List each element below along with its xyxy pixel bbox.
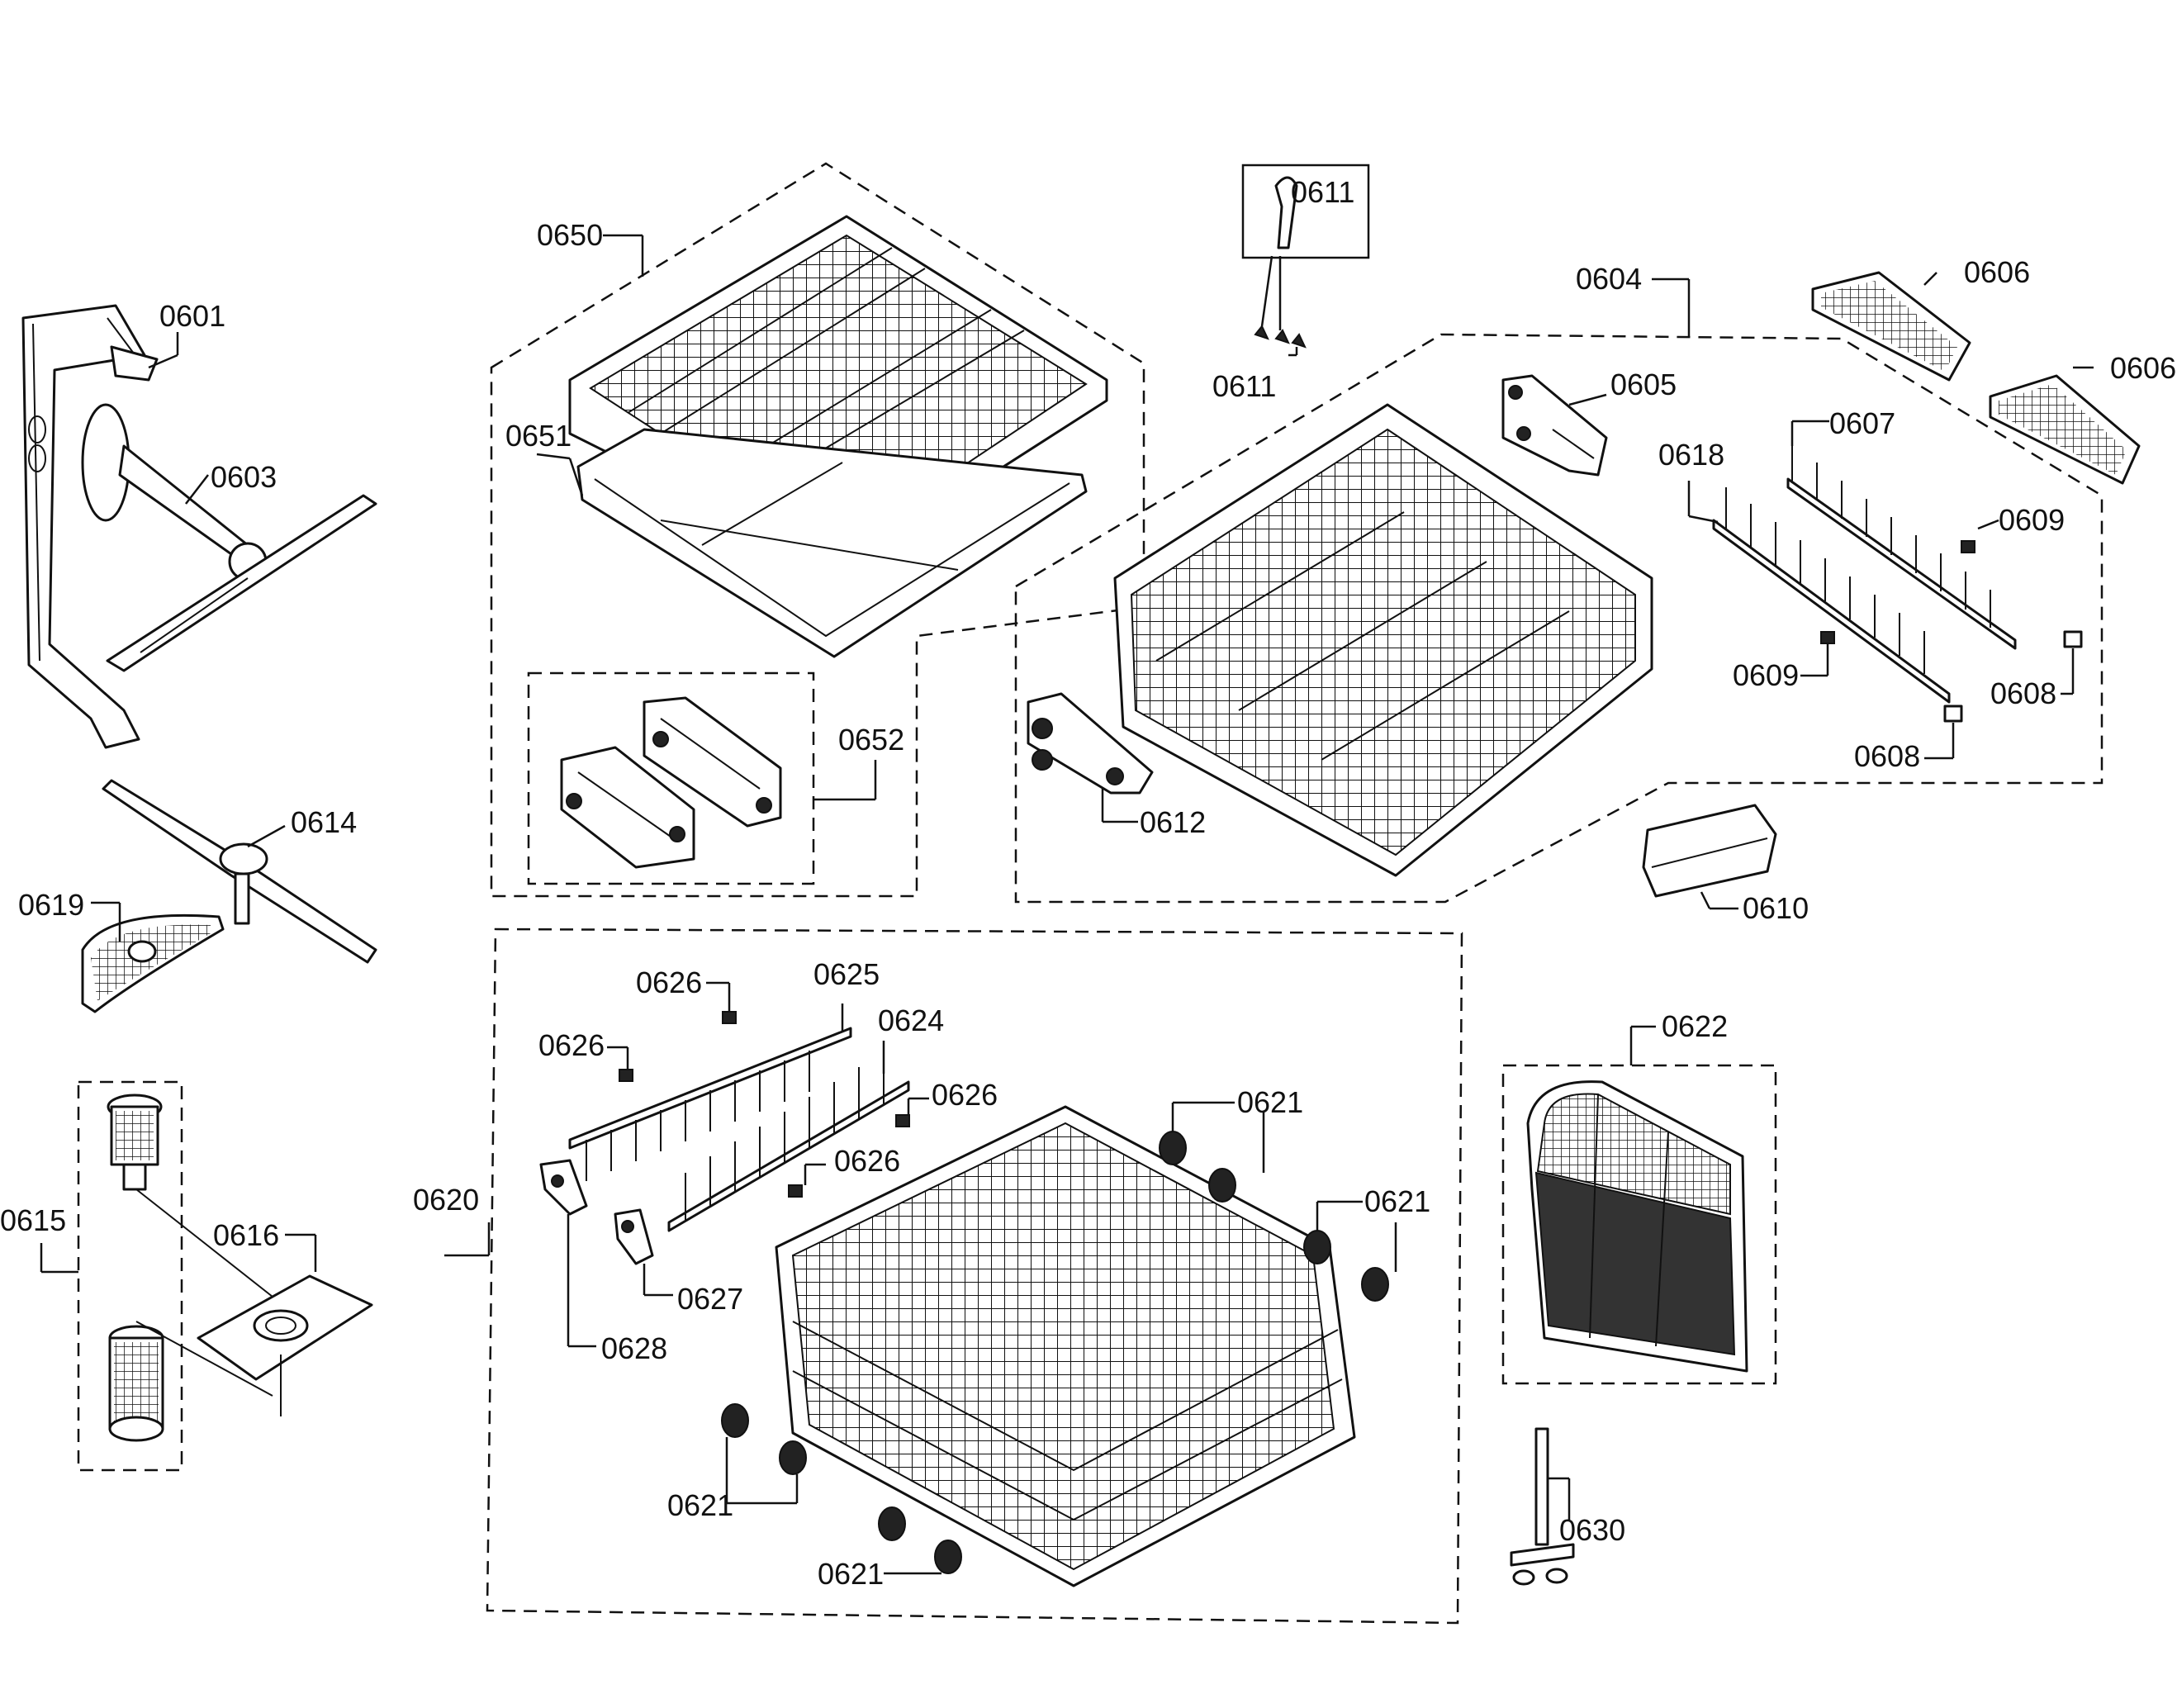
- tine-row-0618: [1712, 487, 1951, 704]
- lower-rack-group-frame: [486, 928, 1463, 1625]
- label-0603: 0603: [211, 460, 277, 494]
- third-rack-group-frame: [490, 162, 1145, 898]
- label-0626-c: 0626: [932, 1078, 998, 1112]
- label-0630: 0630: [1559, 1513, 1625, 1547]
- tine-row-0625: [568, 1027, 852, 1181]
- label-0621-a: 0621: [1237, 1085, 1303, 1119]
- label-0608-a: 0608: [1990, 676, 2056, 710]
- label-0626-d: 0626: [834, 1144, 900, 1178]
- third-rack-frame-0651: [576, 428, 1088, 658]
- label-0606-b: 0606: [2110, 351, 2176, 385]
- label-0651: 0651: [505, 419, 572, 453]
- label-0626-a: 0626: [636, 965, 702, 999]
- rack-handle-0610: [1642, 804, 1777, 898]
- rack-rails-0652: [560, 696, 782, 869]
- tine-row-0624: [667, 1053, 910, 1232]
- clip-0608-a: [2063, 630, 2083, 648]
- filter-group-frame: [77, 1080, 183, 1472]
- label-0608-b: 0608: [1854, 739, 1920, 773]
- label-0621-b: 0621: [1364, 1184, 1430, 1218]
- label-0605: 0605: [1610, 368, 1677, 401]
- rack-adjuster-0612: [1027, 692, 1154, 795]
- clip-0608-b: [1943, 705, 1963, 723]
- label-0620: 0620: [413, 1183, 479, 1217]
- cup-shelf-0606-b: [1989, 374, 2141, 485]
- rail-group-frame: [527, 671, 815, 885]
- label-0616: 0616: [213, 1218, 279, 1252]
- cutlery-basket-frame: [1501, 1064, 1777, 1385]
- upper-spray-arm-0603: [81, 403, 377, 672]
- label-0615: 0615: [0, 1203, 66, 1237]
- clip-0609-a: [1961, 540, 1975, 553]
- lower-spray-arm-0614: [102, 779, 377, 964]
- label-0627: 0627: [677, 1282, 743, 1316]
- clip-0626-d: [788, 1184, 803, 1198]
- label-0604: 0604: [1576, 262, 1642, 296]
- upper-rack-group-frame: [1014, 333, 2103, 904]
- label-0614: 0614: [291, 805, 357, 839]
- clip-0626-a: [722, 1011, 737, 1024]
- clip-0626-c: [895, 1114, 910, 1127]
- micro-filter-0616: [197, 1274, 373, 1416]
- clip-0611: [1254, 176, 1307, 349]
- label-0611-top: 0611: [1291, 175, 1354, 209]
- lower-rack-0620: [775, 1105, 1356, 1587]
- wheel-0621-c: [721, 1403, 807, 1475]
- label-0652: 0652: [838, 723, 904, 757]
- label-0625: 0625: [813, 957, 880, 991]
- label-0601: 0601: [159, 299, 225, 333]
- label-0622: 0622: [1662, 1009, 1728, 1043]
- clip-0609-b: [1820, 631, 1835, 644]
- label-0609-a: 0609: [1999, 503, 2065, 537]
- filter-cover-0619: [81, 913, 225, 1013]
- cup-shelf-0606-a: [1811, 271, 1971, 382]
- spray-nozzle-0630: [1510, 1427, 1575, 1586]
- label-0612: 0612: [1140, 805, 1206, 839]
- upper-rack-0604: [1113, 403, 1653, 877]
- label-0611-bottom: 0611: [1212, 369, 1276, 403]
- wheel-0621-a: [1159, 1131, 1236, 1203]
- clip-detail-box: [1241, 164, 1370, 259]
- label-0650: 0650: [537, 218, 603, 252]
- label-0610: 0610: [1743, 891, 1809, 925]
- clip-0627: [614, 1208, 654, 1265]
- label-0628: 0628: [601, 1331, 667, 1365]
- filter-0615: [107, 1094, 273, 1442]
- label-0609-b: 0609: [1733, 658, 1799, 692]
- rack-adjuster-0605: [1501, 374, 1608, 477]
- wheel-0621-d: [878, 1506, 962, 1574]
- label-0619: 0619: [18, 888, 84, 922]
- tine-row-0607: [1786, 446, 2017, 650]
- label-0624: 0624: [878, 1003, 944, 1037]
- label-0626-b: 0626: [538, 1028, 605, 1062]
- label-0606-a: 0606: [1964, 255, 2030, 289]
- label-0621-d: 0621: [818, 1557, 884, 1591]
- label-0621-c: 0621: [667, 1488, 733, 1522]
- cutlery-basket-0622: [1526, 1080, 1748, 1373]
- label-0607: 0607: [1829, 406, 1895, 440]
- label-0618: 0618: [1658, 438, 1724, 472]
- clip-0626-b: [619, 1069, 633, 1082]
- clip-0628: [539, 1159, 588, 1216]
- spray-pipe-0601: [21, 304, 159, 749]
